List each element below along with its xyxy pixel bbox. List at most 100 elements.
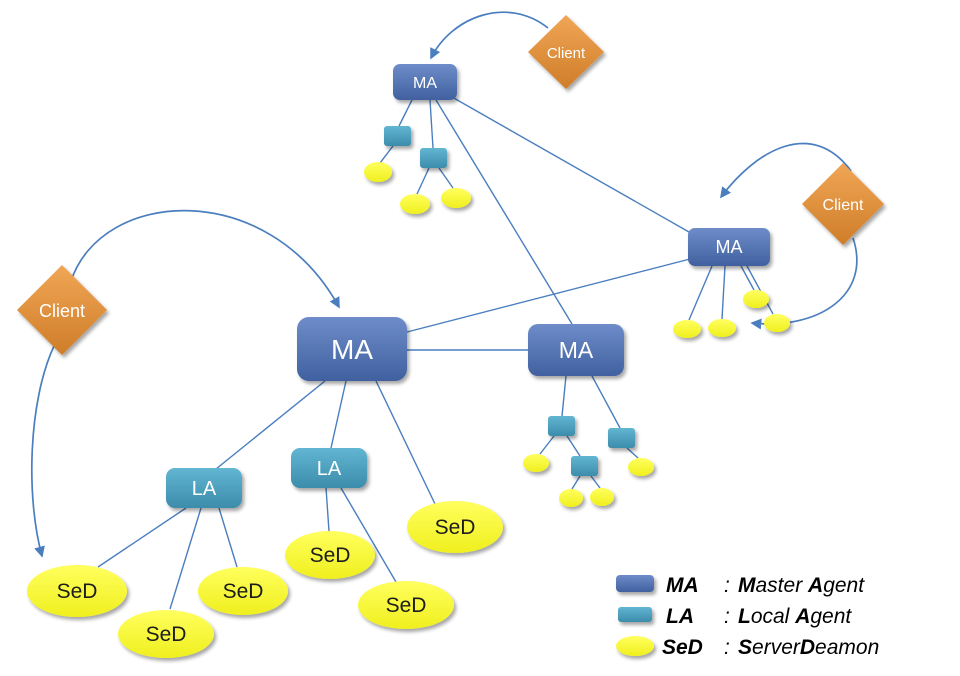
sed-label: SeD: [146, 623, 187, 646]
la-box: [166, 468, 242, 508]
client-label: Client: [823, 197, 864, 214]
la-label: LA: [192, 478, 217, 500]
client-diamond: [17, 265, 107, 355]
la-box: [291, 448, 367, 488]
edge: [591, 375, 621, 429]
edge: [740, 265, 755, 291]
legend-sed-key: SeD: [662, 636, 703, 659]
la-node-1: LA: [166, 468, 242, 508]
sed-ellipse: [27, 565, 127, 617]
edge: [451, 96, 697, 237]
ma-label: MA: [559, 337, 594, 363]
sed-node-2: SeD: [118, 610, 214, 658]
edge: [626, 447, 639, 459]
small-sed-ellipse: [559, 489, 583, 507]
edge: [566, 435, 581, 457]
connector-lines: [97, 96, 774, 610]
legend-ma-desc: Master Agent: [738, 574, 865, 597]
legend: MA : Master Agent LA : Local Agent SeD :…: [616, 574, 879, 659]
ma-box: [297, 317, 407, 381]
sed-node-5: SeD: [358, 581, 454, 629]
small-sed-ellipse: [673, 320, 701, 338]
edge: [97, 507, 187, 568]
small-sed-ellipse: [628, 458, 654, 476]
edge: [571, 475, 581, 490]
arrow-client-top-to-ma: [430, 11, 549, 60]
sed-label: SeD: [435, 516, 476, 539]
legend-sed-colon: :: [724, 636, 730, 659]
small-sed-ellipses: [364, 162, 790, 507]
small-sed-ellipse: [708, 319, 736, 337]
edge: [688, 265, 713, 321]
ma-label: MA: [413, 75, 437, 92]
edge: [590, 475, 601, 489]
legend-ma-swatch: [616, 575, 654, 592]
small-la-square: [420, 148, 447, 168]
small-sed-ellipse: [523, 454, 549, 472]
ma-label: MA: [331, 334, 373, 365]
client-request-arrows: [30, 11, 858, 558]
sed-node-3: SeD: [198, 567, 288, 615]
edge: [218, 507, 238, 568]
ma-box: [393, 64, 457, 100]
arrow-client-left-to-ma: [70, 209, 340, 309]
client-label: Client: [547, 45, 586, 62]
sed-ellipse: [285, 531, 375, 579]
ma-node-top: MA: [393, 64, 457, 100]
edge: [169, 507, 202, 610]
small-la-squares: [384, 126, 635, 476]
edge: [325, 487, 330, 532]
edge: [398, 99, 413, 127]
edge: [416, 167, 430, 195]
la-label: LA: [317, 458, 342, 480]
sed-ellipse: [118, 610, 214, 658]
edge: [721, 265, 726, 320]
small-sed-ellipse: [400, 194, 430, 214]
sed-label: SeD: [57, 580, 98, 603]
edge: [435, 99, 573, 325]
legend-ma-colon: :: [724, 574, 730, 597]
legend-sed-desc: ServerDeamon: [738, 636, 879, 659]
la-node-2: LA: [291, 448, 367, 488]
small-sed-ellipse: [364, 162, 392, 182]
small-la-square: [608, 428, 635, 448]
sed-label: SeD: [310, 544, 351, 567]
sed-label: SeD: [386, 594, 427, 617]
small-sed-ellipse: [743, 290, 769, 308]
edge: [330, 380, 347, 449]
arrow-client-left-to-sed: [30, 345, 55, 558]
edge: [539, 435, 555, 455]
ma-node-center: MA: [297, 317, 407, 381]
ma-box: [688, 228, 770, 266]
ma-label: MA: [716, 237, 743, 257]
edge: [746, 265, 774, 315]
small-la-square: [571, 456, 598, 476]
sed-ellipse: [407, 501, 503, 553]
legend-la-swatch: [618, 607, 652, 622]
edge: [561, 375, 567, 417]
small-sed-ellipse: [764, 314, 790, 332]
legend-la-colon: :: [724, 605, 730, 628]
legend-la-desc: Local Agent: [738, 605, 852, 628]
client-label: Client: [39, 301, 85, 321]
edge: [215, 380, 326, 470]
sed-node-center: SeD: [407, 501, 503, 553]
client-node-left: Client: [17, 265, 107, 355]
sed-node-4: SeD: [285, 531, 375, 579]
client-diamond: [802, 163, 884, 245]
sed-ellipse: [198, 567, 288, 615]
sed-ellipse: [358, 581, 454, 629]
edge: [438, 167, 454, 189]
edge: [429, 99, 434, 149]
ma-node-mid: MA: [528, 324, 624, 376]
small-sed-ellipse: [441, 188, 471, 208]
client-node-right: Client: [802, 163, 884, 245]
small-sed-ellipse: [590, 488, 614, 506]
edge: [406, 258, 691, 333]
ma-node-right: MA: [688, 228, 770, 266]
legend-ma-key: MA: [666, 574, 699, 597]
client-diamond: [528, 15, 604, 89]
